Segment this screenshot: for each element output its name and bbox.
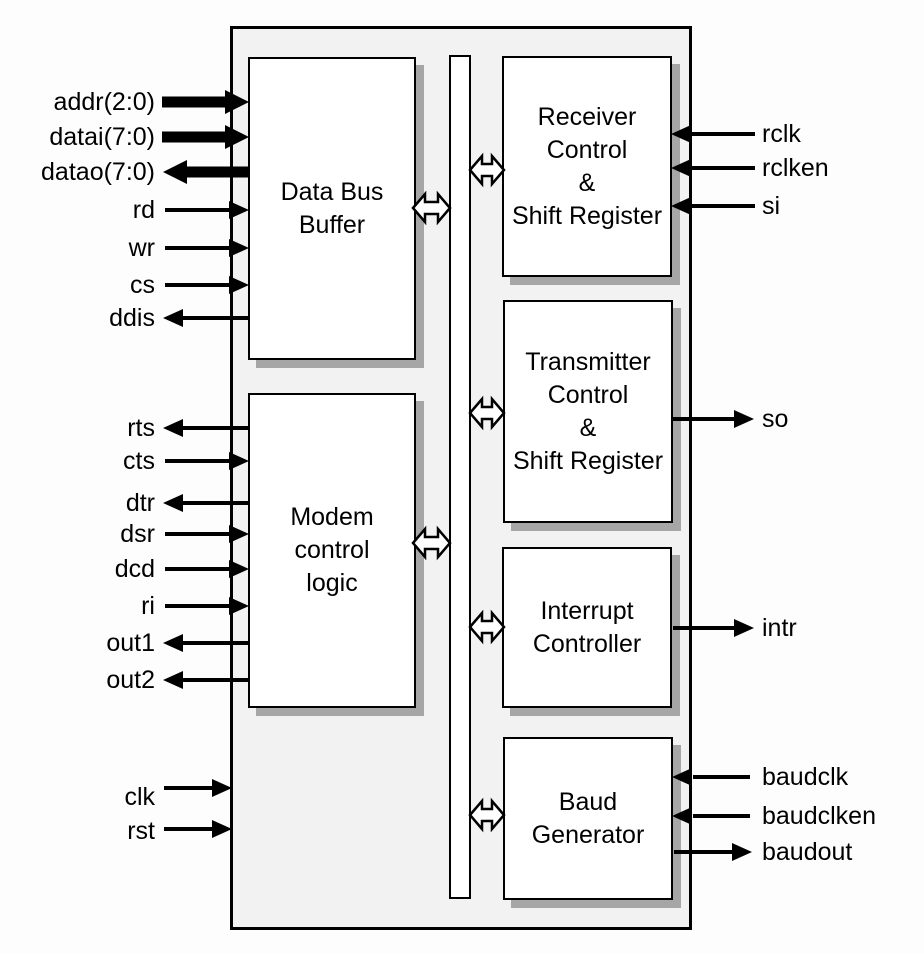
cts-arrow-in: [165, 452, 249, 470]
signal-label-dtr: dtr: [125, 489, 155, 517]
signal-label-intr: intr: [762, 614, 797, 642]
signal-label-baudclken: baudclken: [762, 802, 876, 830]
block-modem-control-logic: Modem control logic: [248, 393, 416, 708]
signal-label-out2: out2: [106, 666, 155, 694]
block-label-interrupt-controller: Interrupt Controller: [532, 596, 642, 658]
signal-label-baudout: baudout: [762, 838, 853, 866]
bus-interrupt-bidirectional-arrow: [468, 609, 506, 645]
signal-label-dsr: dsr: [120, 520, 155, 548]
cs-arrow-in: [165, 276, 249, 294]
block-label-baud-generator: Baud Generator: [531, 787, 645, 849]
baudout-arrow-out: [674, 843, 752, 861]
signal-label-rclk: rclk: [762, 120, 801, 148]
dcd-arrow-in: [165, 560, 249, 578]
internal-bus-bar: [449, 55, 471, 899]
ri-arrow-in: [165, 597, 249, 615]
modem-bus-bidirectional-arrow: [411, 525, 452, 561]
out2-arrow-out: [163, 671, 249, 689]
bus-baud-bidirectional-arrow: [468, 797, 506, 833]
baudclken-arrow-in: [672, 807, 750, 825]
out1-arrow-out: [163, 634, 249, 652]
clk-arrow-in: [164, 779, 232, 797]
signal-label-so: so: [762, 405, 789, 433]
block-data-bus-buffer: Data Bus Buffer: [248, 57, 416, 360]
block-label-modem-control-logic: Modem control logic: [290, 503, 374, 597]
signal-label-cts: cts: [123, 447, 155, 475]
signal-label-wr: wr: [128, 234, 155, 262]
signal-label-datao: datao(7:0): [41, 158, 155, 186]
rclk-arrow-in: [671, 125, 755, 143]
signal-label-addr: addr(2:0): [53, 88, 155, 116]
datai-arrow-in: [162, 125, 249, 149]
dtr-arrow-out: [163, 494, 249, 512]
signal-label-si: si: [762, 192, 781, 220]
signal-label-rclken: rclken: [762, 154, 829, 182]
block-label-transmitter: Transmitter Control & Shift Register: [512, 347, 664, 475]
block-label-receiver: Receiver Control & Shift Register: [511, 102, 663, 230]
buffer-bus-bidirectional-arrow: [411, 190, 452, 226]
signal-label-cs: cs: [130, 271, 155, 299]
rclken-arrow-in: [671, 159, 755, 177]
bus-transmitter-bidirectional-arrow: [468, 395, 506, 431]
rd-arrow-in: [165, 201, 249, 219]
intr-arrow-out: [673, 619, 754, 637]
si-arrow-in: [671, 197, 755, 215]
addr-arrow-in: [162, 90, 249, 114]
signal-label-dcd: dcd: [114, 555, 155, 583]
signal-label-rd: rd: [132, 196, 155, 224]
rts-arrow-out: [163, 419, 249, 437]
signal-label-datai: datai(7:0): [49, 123, 155, 151]
ddis-arrow-out: [163, 309, 249, 327]
block-label-data-bus-buffer: Data Bus Buffer: [280, 177, 384, 239]
signal-label-ri: ri: [141, 592, 155, 620]
block-receiver-control-shift-register: Receiver Control & Shift Register: [502, 56, 672, 277]
baudclk-arrow-in: [672, 768, 750, 786]
signal-label-ddis: ddis: [109, 304, 155, 332]
bus-receiver-bidirectional-arrow: [468, 152, 506, 188]
signal-label-rst: rst: [127, 817, 155, 845]
signal-label-clk: clk: [124, 783, 155, 811]
so-arrow-out: [673, 410, 754, 428]
rst-arrow-in: [164, 820, 232, 838]
signal-label-rts: rts: [127, 414, 155, 442]
dsr-arrow-in: [165, 525, 249, 543]
block-interrupt-controller: Interrupt Controller: [502, 547, 672, 708]
datao-arrow-out: [163, 160, 249, 184]
block-baud-generator: Baud Generator: [503, 737, 673, 900]
signal-label-out1: out1: [106, 629, 155, 657]
signal-label-baudclk: baudclk: [762, 763, 849, 791]
wr-arrow-in: [165, 239, 249, 257]
